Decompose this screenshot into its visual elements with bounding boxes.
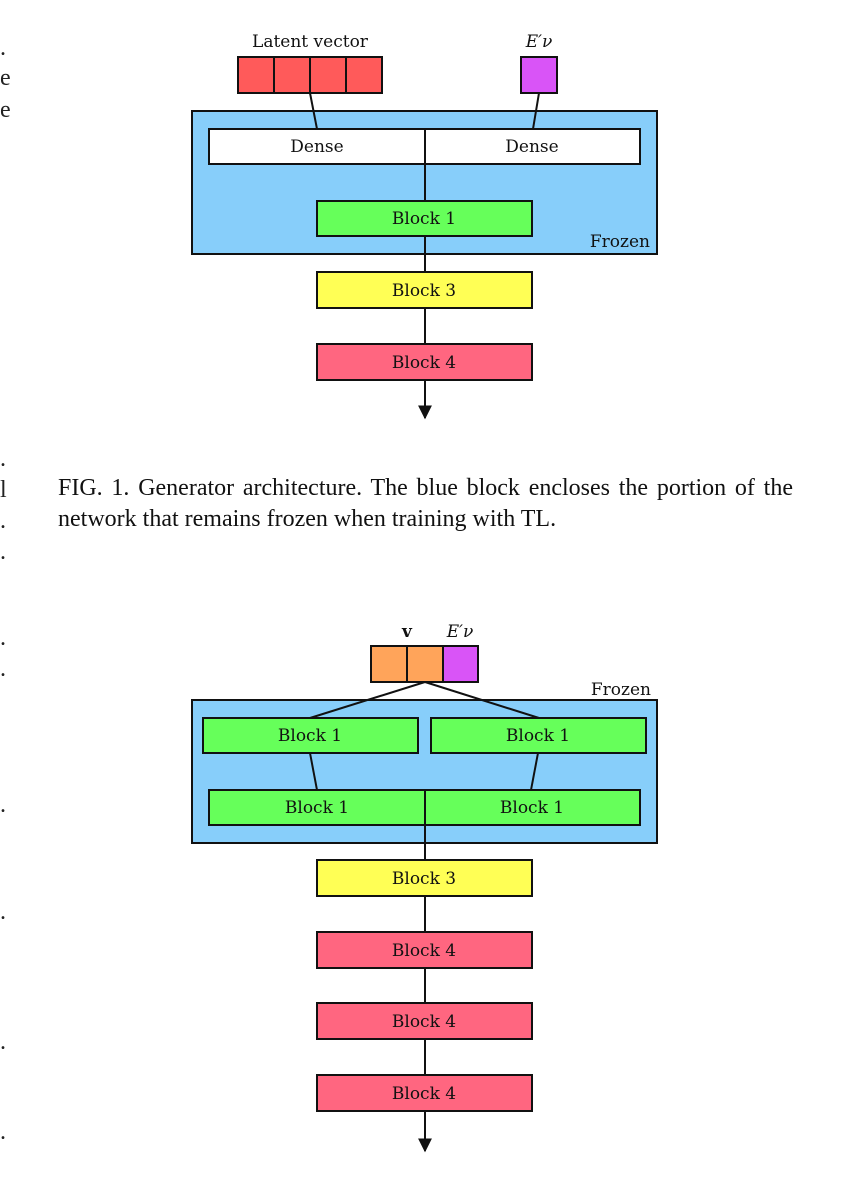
- edge-fragment: e: [0, 65, 11, 91]
- block-1-top-left-label: Block 1: [278, 726, 342, 746]
- connector: [424, 681, 540, 719]
- edge-fragment: .: [0, 1119, 6, 1145]
- edge-fragment: l: [0, 477, 7, 503]
- edge-fragment: .: [0, 508, 6, 534]
- connector: [309, 752, 318, 791]
- energy-label: E′ν: [446, 622, 474, 642]
- block-1-top-right-label: Block 1: [506, 726, 570, 746]
- block-3: [316, 859, 533, 897]
- edge-fragment: .: [0, 1029, 6, 1055]
- latent-vector-input: [237, 56, 383, 94]
- block-3: [316, 271, 533, 309]
- edge-fragment: .: [0, 625, 6, 651]
- block-4-label: Block 4: [392, 941, 456, 961]
- edge-fragment: .: [0, 35, 6, 61]
- edge-fragment: .: [0, 539, 6, 565]
- block-3-label: Block 3: [392, 281, 456, 301]
- block-1-top-left: [202, 717, 419, 754]
- energy-input-cell: [442, 645, 479, 683]
- block-1-bottom-left-label: Block 1: [285, 798, 349, 818]
- v-input-cell: [406, 645, 444, 683]
- figure-2-diagram: v E′ν Frozen Block 1 Block 1 Block 1 Blo…: [191, 622, 658, 1153]
- block-4: [316, 1074, 533, 1112]
- edge-fragment: e: [0, 97, 11, 123]
- frozen-label: Frozen: [591, 680, 651, 700]
- edge-fragment: .: [0, 899, 6, 925]
- block-4-label: Block 4: [392, 1084, 456, 1104]
- latent-vector-label: Latent vector: [252, 32, 369, 52]
- v-label: v: [401, 622, 413, 642]
- block-4: [316, 931, 533, 969]
- block-1-bottom-left: [208, 789, 426, 826]
- block-4-label: Block 4: [392, 1012, 456, 1032]
- dense-layer-left: [208, 128, 426, 165]
- block-3-label: Block 3: [392, 869, 456, 889]
- dense-right-label: Dense: [505, 137, 558, 157]
- energy-label: E′ν: [525, 32, 553, 52]
- dense-left-label: Dense: [290, 137, 343, 157]
- block-1-bottom-right: [424, 789, 641, 826]
- energy-input-cell: [520, 56, 558, 94]
- edge-fragment: .: [0, 446, 6, 472]
- connector: [532, 92, 540, 130]
- v-input-cell: [370, 645, 408, 683]
- connector: [530, 752, 539, 791]
- connector: [309, 681, 426, 719]
- figure-1-diagram: Latent vector E′ν Frozen Dense Dense Blo…: [191, 32, 658, 420]
- edge-fragment: .: [0, 792, 6, 818]
- block-1: [316, 200, 533, 237]
- frozen-label: Frozen: [590, 232, 650, 252]
- block-1-label: Block 1: [392, 209, 456, 229]
- edge-fragment: .: [0, 656, 6, 682]
- block-4-label: Block 4: [392, 353, 456, 373]
- block-1-bottom-right-label: Block 1: [500, 798, 564, 818]
- connector: [309, 92, 318, 130]
- block-4: [316, 1002, 533, 1040]
- block-1-top-right: [430, 717, 647, 754]
- block-4: [316, 343, 533, 381]
- figure-1-caption: FIG. 1. Generator architecture. The blue…: [58, 475, 793, 532]
